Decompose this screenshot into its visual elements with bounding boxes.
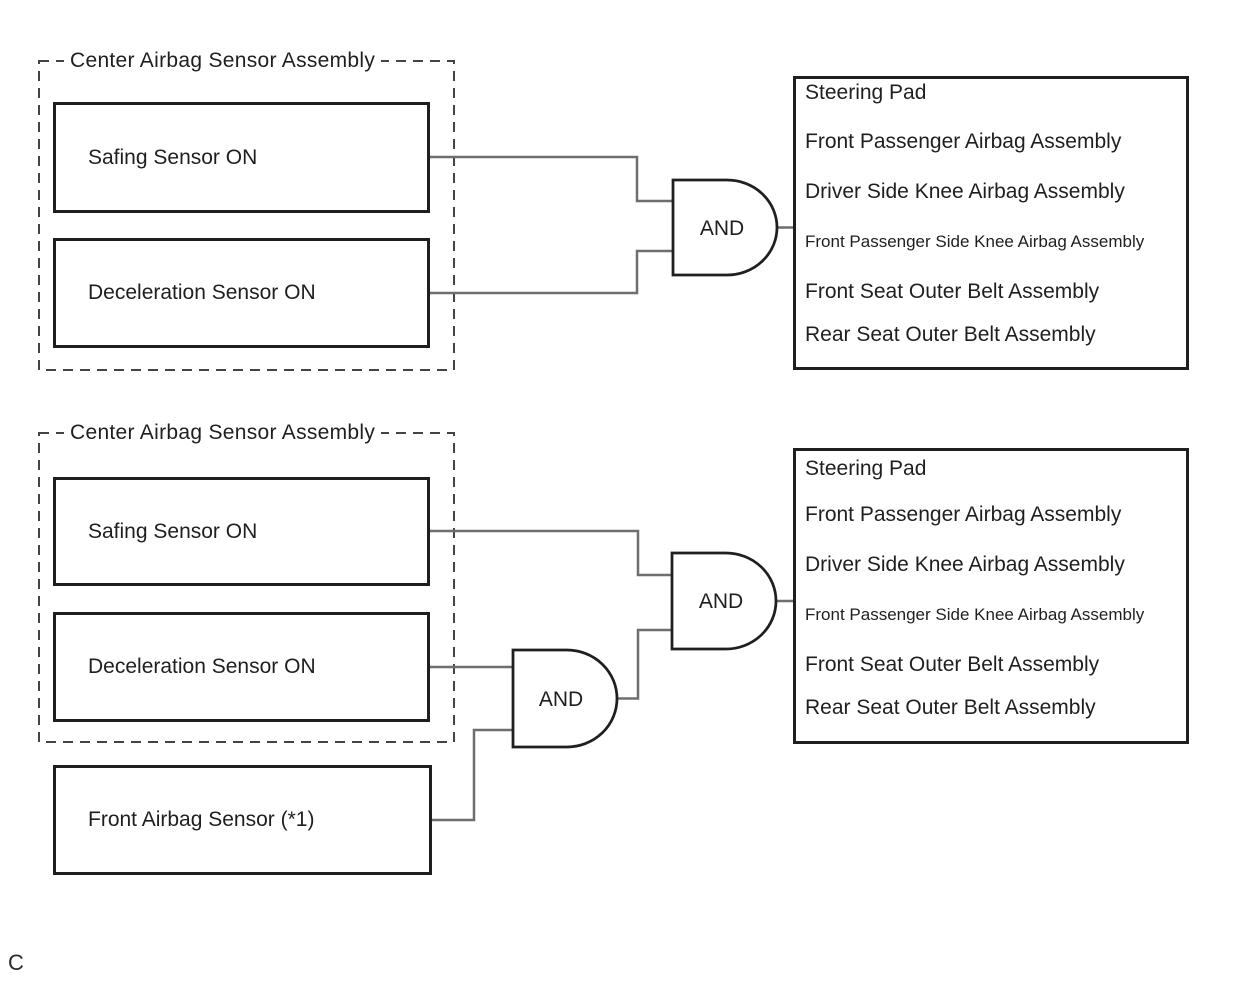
and-gate-1-label: AND	[700, 217, 744, 240]
safing-sensor-label-2: Safing Sensor ON	[88, 519, 258, 543]
output-item: Rear Seat Outer Belt Assembly	[805, 696, 1096, 719]
assembly-title-2: Center Airbag Sensor Assembly	[64, 421, 382, 445]
front-airbag-sensor-box: Front Airbag Sensor (*1)	[53, 765, 432, 875]
front-airbag-sensor-label: Front Airbag Sensor (*1)	[88, 808, 315, 831]
wire-and3-to-and2	[617, 628, 672, 700]
and-gate-1	[671, 178, 779, 277]
and-gate-3	[511, 648, 619, 749]
deceleration-sensor-box-2: Deceleration Sensor ON	[53, 612, 430, 722]
wire-decel1-to-and1	[430, 249, 673, 295]
output-item: Front Passenger Side Knee Airbag Assembl…	[805, 605, 1145, 624]
output-devices-box-2: Steering Pad Front Passenger Airbag Asse…	[793, 448, 1189, 744]
output-item: Front Passenger Side Knee Airbag Assembl…	[805, 232, 1145, 251]
wire-safing1-to-and1	[430, 155, 673, 203]
wire-frontairbag-to-and3	[432, 728, 513, 822]
safing-sensor-box-1: Safing Sensor ON	[53, 102, 430, 213]
output-item: Steering Pad	[805, 457, 927, 480]
deceleration-sensor-label-2: Deceleration Sensor ON	[88, 655, 316, 678]
output-item: Front Passenger Airbag Assembly	[805, 503, 1122, 526]
assembly-title-1: Center Airbag Sensor Assembly	[64, 49, 382, 73]
output-item: Front Passenger Airbag Assembly	[805, 130, 1122, 153]
output-devices-box-1: Steering Pad Front Passenger Airbag Asse…	[793, 76, 1189, 370]
and-gate-2-label: AND	[699, 590, 743, 613]
output-item: Front Seat Outer Belt Assembly	[805, 280, 1100, 303]
output-item: Rear Seat Outer Belt Assembly	[805, 323, 1096, 346]
output-item: Driver Side Knee Airbag Assembly	[805, 553, 1125, 576]
deceleration-sensor-label-1: Deceleration Sensor ON	[88, 281, 316, 304]
output-item: Front Seat Outer Belt Assembly	[805, 653, 1100, 676]
safing-sensor-box-2: Safing Sensor ON	[53, 477, 430, 586]
output-item: Steering Pad	[805, 81, 927, 104]
and-gate-2	[670, 551, 778, 651]
wire-safing2-to-and2	[430, 529, 672, 577]
output-item: Driver Side Knee Airbag Assembly	[805, 180, 1125, 203]
safing-sensor-label-1: Safing Sensor ON	[88, 145, 258, 169]
and-gate-3-label: AND	[539, 688, 583, 711]
page-corner-label: C	[8, 950, 24, 975]
deceleration-sensor-box-1: Deceleration Sensor ON	[53, 238, 430, 348]
